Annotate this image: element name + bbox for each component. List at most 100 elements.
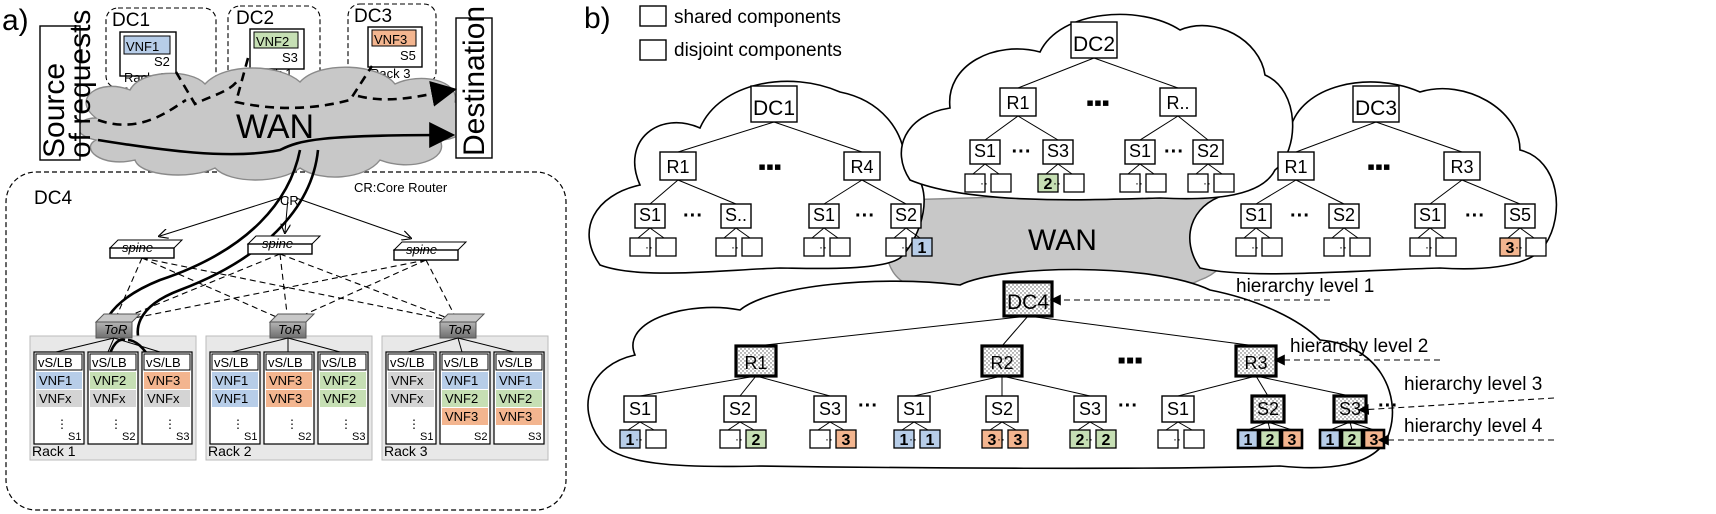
dc4-router-node: R2 [980, 344, 1024, 378]
switch-node: S2 [1192, 139, 1224, 165]
svg-text:··: ·· [1203, 176, 1211, 190]
router-node: R1 [1277, 151, 1315, 181]
vm-pair: ·· [629, 237, 677, 257]
server-head: vS/LB [498, 355, 533, 370]
svg-text:2: 2 [1044, 176, 1053, 193]
svg-text:3: 3 [842, 432, 851, 449]
router-node: R.. [1159, 87, 1197, 117]
router-node: R1 [999, 87, 1037, 117]
svg-text:··: ·· [1085, 432, 1093, 446]
svg-text:R3: R3 [1244, 353, 1267, 373]
svg-text:2: 2 [1348, 432, 1357, 449]
svg-text:··: ·· [1173, 432, 1181, 446]
legend-shared-label: shared components [674, 7, 841, 28]
svg-text:S2: S2 [729, 399, 751, 419]
ellipsis: ▪▪▪ [1367, 154, 1390, 179]
dc-node: DC3 [1352, 85, 1400, 123]
server-head: vS/LB [268, 355, 303, 370]
svg-text:R1: R1 [666, 157, 689, 177]
spine-tor-mesh [113, 253, 459, 323]
remote-dc-3: DC3 VNF3 S5 Rack 3 [347, 3, 437, 85]
remote-dc-1: DC1 VNF1 S2 Rack 4 [105, 7, 217, 89]
dots: ··· [1118, 395, 1138, 417]
svg-text:S3: S3 [819, 399, 841, 419]
hierarchy-annotations: hierarchy level 1 hierarchy level 2 hier… [1049, 276, 1555, 446]
switch-node: S1 [1124, 139, 1156, 165]
svg-text:··: ·· [1425, 240, 1433, 254]
svg-text:S1: S1 [639, 205, 661, 225]
server-head: vS/LB [92, 355, 127, 370]
panel-b-label: b) [584, 2, 611, 35]
server-head: vS/LB [390, 355, 425, 370]
switch-node: S1 [1414, 203, 1446, 229]
legend-shared-swatch [639, 5, 667, 27]
svg-text:2: 2 [1102, 432, 1111, 449]
svg-text:R..: R.. [1166, 93, 1189, 113]
vm-pair: ·· [1323, 237, 1371, 257]
server-head: vS/LB [322, 355, 357, 370]
dc4-switch-node: S3 [1332, 394, 1368, 424]
switch-node: S1 [969, 139, 1001, 165]
server-label: S3 [176, 431, 189, 443]
ellipsis: ▪▪▪ [758, 154, 781, 179]
dc-node: DC2 [1070, 21, 1118, 59]
svg-text:··: ·· [645, 240, 653, 254]
vertical-dots: ⋮ [164, 417, 176, 431]
svg-text:S..: S.. [725, 205, 747, 225]
vm-pair: 1·· [885, 237, 933, 257]
tor-switches: ToR ToR ToR [94, 313, 486, 339]
tor-1-label: ToR [104, 322, 127, 337]
svg-text:··: ·· [819, 240, 827, 254]
vm-pair: ·· [1409, 237, 1457, 257]
svg-text:S3: S3 [1339, 399, 1361, 419]
svg-text:3: 3 [1506, 240, 1515, 257]
source-label-1: Source [38, 63, 71, 158]
source-box [39, 25, 81, 161]
vertical-dots: ⋮ [340, 417, 352, 431]
svg-text:··: ·· [1135, 176, 1143, 190]
svg-text:2: 2 [1076, 432, 1085, 449]
vm-pair: 2·· [1037, 173, 1085, 193]
vnf-label: VNF2 [323, 373, 356, 388]
spine-3-label: spine [406, 242, 437, 257]
core-router-note: CR:Core Router [354, 180, 448, 195]
rack-label: Rack 2 [208, 443, 252, 459]
server-head: vS/LB [146, 355, 181, 370]
switch-node: S.. [720, 203, 752, 229]
vnf-label: VNF2 [445, 391, 478, 406]
server-label: S2 [474, 431, 487, 443]
svg-text:1: 1 [900, 432, 909, 449]
svg-text:2: 2 [752, 432, 761, 449]
vertical-dots: ⋮ [56, 417, 68, 431]
rack-label: Rack 1 [32, 443, 76, 459]
remote-dc2-vnf: VNF2 [256, 34, 289, 49]
vnf-label: VNF2 [93, 373, 126, 388]
svg-text:··: ·· [997, 432, 1005, 446]
svg-text:R3: R3 [1450, 157, 1473, 177]
remote-dc2-server: S3 [282, 50, 298, 65]
vertical-dots: ⋮ [286, 417, 298, 431]
racks: vS/LBVNF1VNFx⋮S1vS/LBVNF2VNFx⋮S2vS/LBVNF… [32, 351, 545, 459]
svg-text:S1: S1 [1167, 399, 1189, 419]
remote-dc2-name: DC2 [236, 8, 274, 29]
dc4-router-node: R1 [734, 344, 778, 378]
remote-dc3-server: S5 [400, 48, 416, 63]
svg-text:··: ·· [1251, 240, 1259, 254]
switch-node: S1 [634, 203, 666, 229]
svg-text:··: ·· [1515, 240, 1523, 254]
svg-text:S3: S3 [1079, 399, 1101, 419]
hierarchy-level-2: hierarchy level 2 [1290, 336, 1428, 357]
vm-pair: ·· [803, 237, 851, 257]
svg-text:··: ·· [980, 176, 988, 190]
remote-dc1-server: S2 [154, 54, 170, 69]
wan-label-a: WAN [236, 108, 314, 146]
solid-path-down-2 [136, 149, 320, 361]
svg-text:R4: R4 [850, 157, 873, 177]
vnf-label: VNFx [93, 391, 126, 406]
svg-text:··: ·· [735, 432, 743, 446]
